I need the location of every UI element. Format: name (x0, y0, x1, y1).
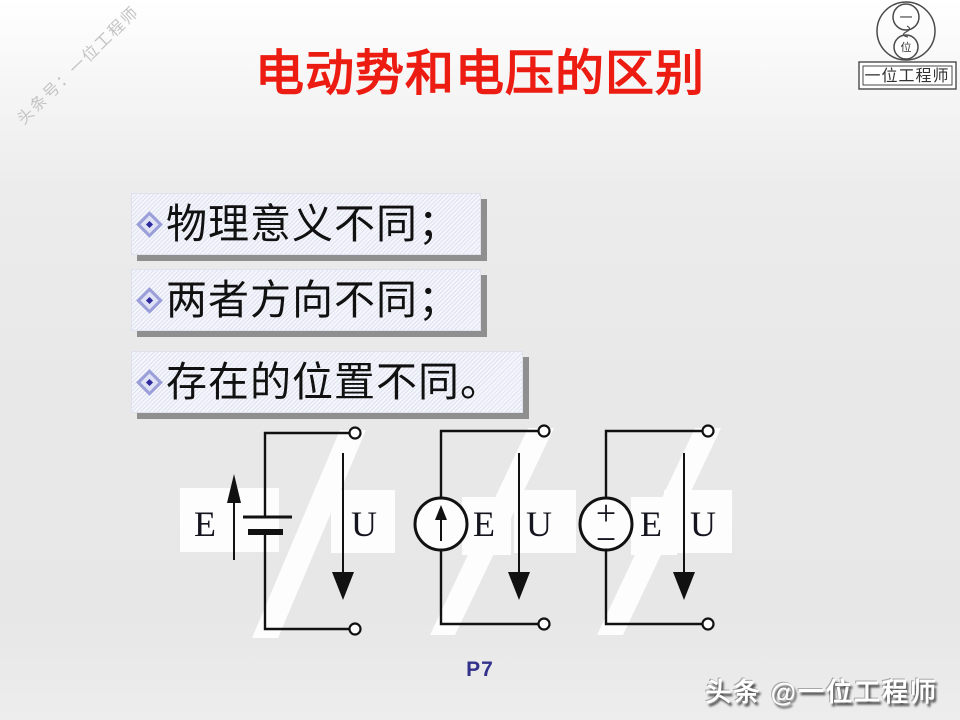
terminal-top (348, 426, 362, 440)
battery-circuit-diagram: E U (180, 426, 395, 638)
voltage-source-circuit-diagram: + − E U (578, 424, 732, 635)
label-highlight (331, 490, 395, 553)
terminal-bottom (537, 617, 551, 631)
voltage-arrow-down-head (332, 572, 354, 600)
logo-bottom-circle (893, 34, 919, 60)
bullet-text-3: 存在的位置不同。 (166, 359, 502, 405)
logo-squiggle-icon (902, 25, 911, 38)
wire (604, 429, 705, 626)
label-highlight (514, 490, 576, 553)
wire (439, 429, 538, 626)
label-highlight (664, 490, 732, 553)
emf-label: E (640, 504, 662, 544)
bullet-text-2: 两者方向不同； (166, 277, 460, 323)
bullet-item-3: 存在的位置不同。 (131, 351, 523, 413)
plus-sign: + (596, 493, 616, 533)
emf-label: E (194, 504, 216, 544)
page-number: P7 (466, 658, 494, 681)
terminal-bottom (701, 617, 715, 631)
logo-box-label: 一位工程师 (864, 67, 949, 85)
voltage-label: U (526, 504, 552, 544)
bullet-item-2: 两者方向不同； (131, 269, 481, 331)
voltage-arrow-down-head (508, 572, 530, 600)
white-band (252, 430, 366, 638)
emf-label: E (473, 504, 495, 544)
voltage-arrow-down-head (673, 572, 695, 600)
logo-box-inner (862, 65, 953, 86)
logo-top-circle (892, 3, 920, 31)
label-highlight (462, 497, 511, 555)
diamond-bullet-icon (140, 372, 159, 392)
source-arrow-up-head (435, 505, 447, 520)
engineer-logo: 一 位 一位工程师 (858, 1, 957, 90)
slide-title: 电动势和电压的区别 (254, 47, 705, 101)
bullet-text-1: 物理意义不同； (166, 201, 460, 247)
voltage-label: U (690, 504, 716, 544)
minus-sign: − (596, 519, 616, 559)
watermark-bottom-right: 头条 @一位工程师 (705, 677, 938, 707)
terminal-bottom (348, 622, 362, 636)
emf-source-circuit-diagram: E U (413, 424, 576, 635)
emf-arrow-up-head (227, 474, 241, 503)
terminal-top (537, 424, 551, 438)
diamond-bullet-icon (140, 290, 159, 310)
source-circle (578, 496, 634, 552)
logo-top-char: 一 (899, 10, 912, 25)
diamond-bullet-icon (140, 214, 159, 234)
bullet-item-1: 物理意义不同； (131, 193, 481, 255)
logo-bottom-char: 位 (901, 40, 912, 54)
wire (263, 431, 349, 631)
voltage-label: U (351, 504, 377, 544)
logo-outer-circle (876, 1, 936, 61)
terminal-top (701, 424, 715, 438)
